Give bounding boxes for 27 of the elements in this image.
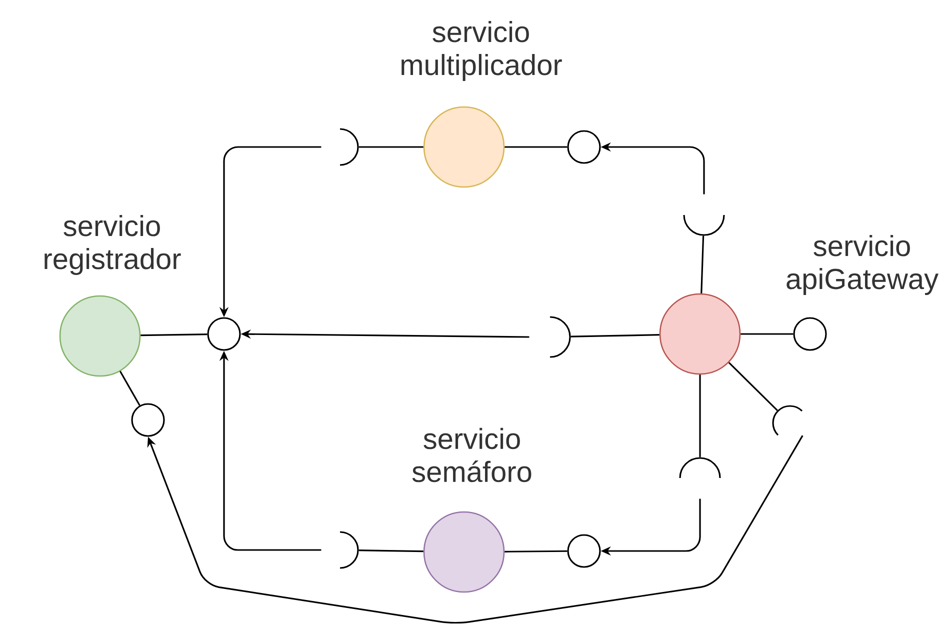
socket-arc bbox=[340, 128, 359, 166]
connector-line bbox=[119, 370, 140, 406]
connector-line bbox=[699, 374, 701, 458]
interface-circle bbox=[131, 403, 165, 437]
connector-line bbox=[700, 236, 704, 294]
interface-circle bbox=[567, 130, 601, 164]
connector-line bbox=[504, 146, 568, 148]
component-name: servicio registrador bbox=[44, 214, 181, 276]
arrow bbox=[147, 435, 804, 624]
connector-line bbox=[140, 333, 208, 336]
socket-arc bbox=[679, 457, 721, 478]
connector-line bbox=[358, 550, 424, 552]
socket-arc bbox=[683, 214, 725, 236]
component-name: servicio semáforo bbox=[412, 428, 532, 482]
interface-circle bbox=[793, 317, 827, 351]
socket-arc bbox=[772, 405, 803, 436]
connector-line bbox=[504, 550, 568, 552]
interface-circle bbox=[567, 534, 601, 568]
component-name: servicio apiGateway bbox=[786, 234, 938, 296]
socket-arc bbox=[340, 531, 359, 569]
connector-line bbox=[570, 334, 660, 338]
interface-circle bbox=[207, 317, 241, 351]
connector-line bbox=[740, 333, 794, 335]
connector-line bbox=[728, 362, 778, 412]
socket-arc bbox=[550, 316, 571, 358]
connector-line bbox=[358, 146, 424, 148]
component-name: servicio multiplicador bbox=[402, 20, 562, 82]
